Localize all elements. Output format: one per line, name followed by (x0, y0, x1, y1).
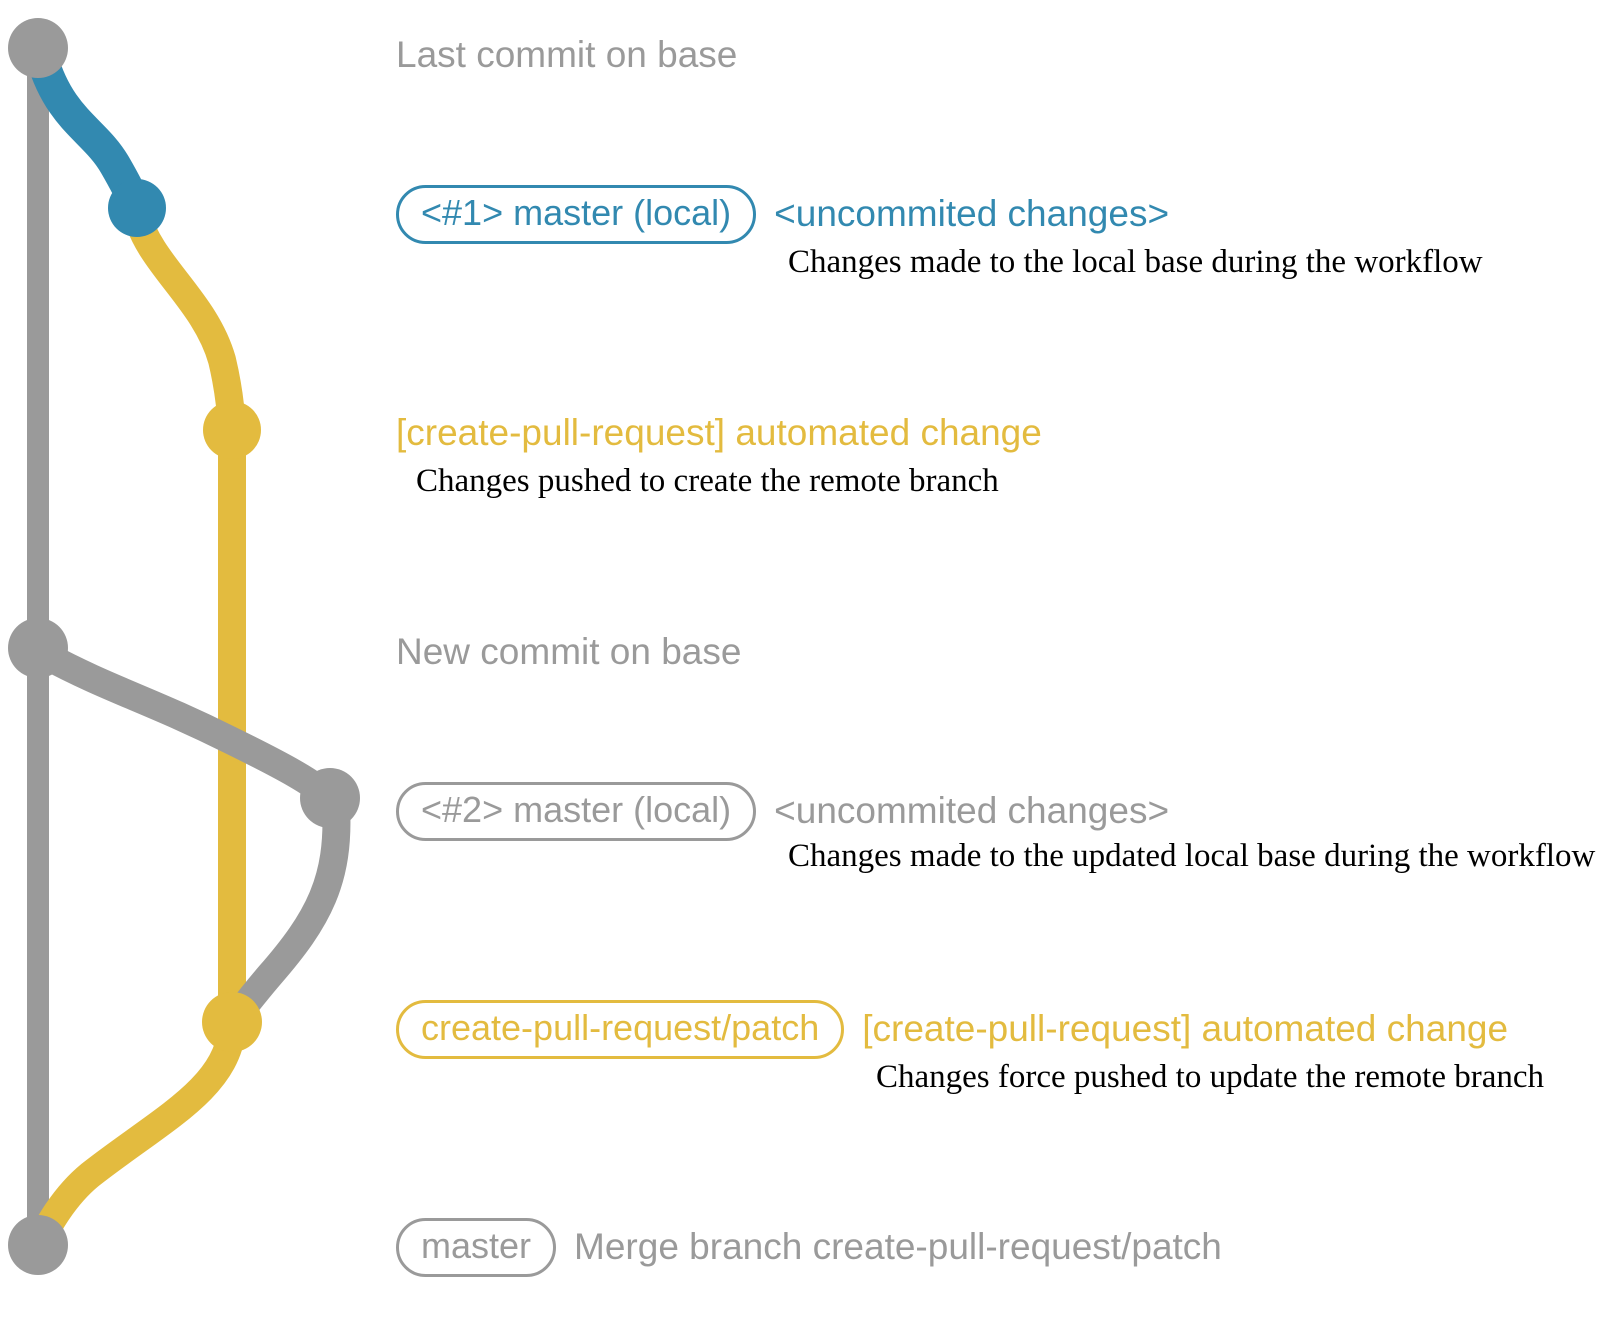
headline-master-local-1: <uncommited changes> (774, 193, 1170, 235)
note-master-local-1: Changes made to the local base during th… (788, 244, 1483, 280)
row-master-merge: master Merge branch create-pull-request/… (396, 1218, 1222, 1277)
headline-master-merge: Merge branch create-pull-request/patch (574, 1226, 1222, 1268)
node-local-2 (300, 768, 360, 828)
badge-master-local-2[interactable]: <#2> master (local) (396, 782, 757, 841)
note-master-local-2: Changes made to the updated local base d… (788, 838, 1596, 874)
headline-last-commit-on-base: Last commit on base (396, 34, 738, 75)
headline-patch-branch: [create-pull-request] automated change (862, 1008, 1509, 1050)
node-patch-commit-2 (202, 992, 262, 1052)
row-patch-branch: create-pull-request/patch [create-pull-r… (396, 1000, 1508, 1059)
node-base-new (8, 618, 68, 678)
headline-new-commit-on-base: New commit on base (396, 631, 742, 672)
headline-master-local-2: <uncommited changes> (774, 790, 1170, 832)
note-patch-branch: Changes force pushed to update the remot… (876, 1059, 1545, 1095)
note-automated-change-push: Changes pushed to create the remote bran… (416, 463, 999, 499)
row-master-local-1: <#1> master (local) <uncommited changes> (396, 185, 1169, 244)
badge-master[interactable]: master (396, 1218, 557, 1277)
node-master-merge (8, 1215, 68, 1275)
badge-master-local-1[interactable]: <#1> master (local) (396, 185, 757, 244)
badge-create-pull-request-patch[interactable]: create-pull-request/patch (396, 1000, 845, 1059)
node-base-head (8, 18, 68, 78)
node-local-1 (108, 179, 166, 237)
row-master-local-2: <#2> master (local) <uncommited changes> (396, 782, 1169, 841)
node-patch-commit-1 (203, 401, 261, 459)
headline-automated-change-push: [create-pull-request] automated change (396, 412, 1042, 453)
